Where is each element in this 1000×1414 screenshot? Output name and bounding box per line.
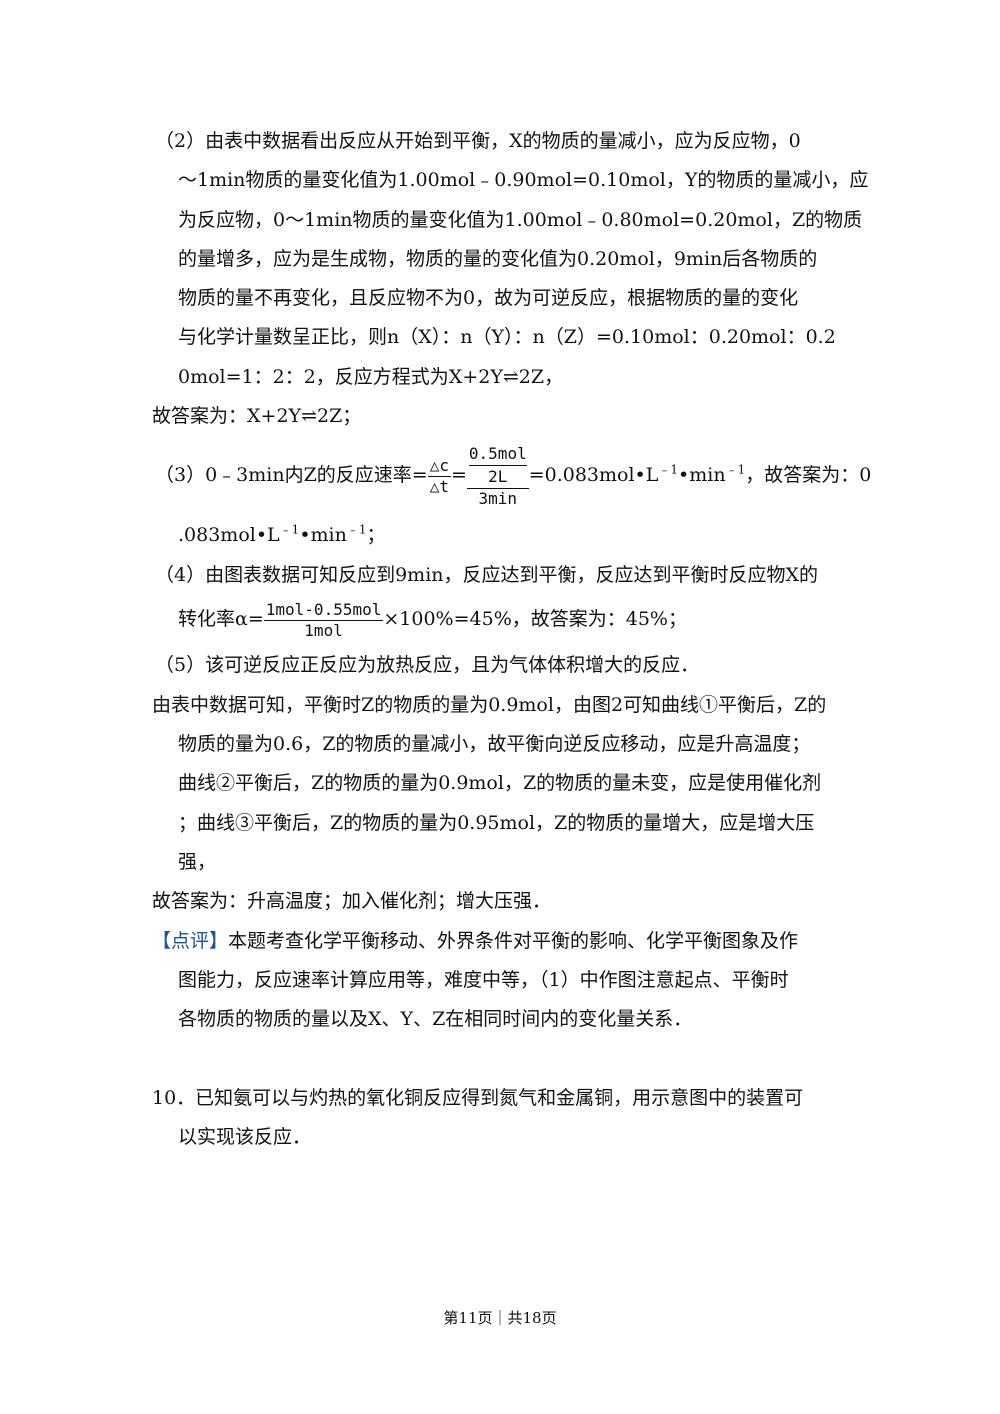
superscript: ﹣1 bbox=[725, 462, 746, 477]
text-segment: ； bbox=[366, 524, 386, 546]
text-line: 图能力，反应速率计算应用等，难度中等，（1）中作图注意起点、平衡时 bbox=[178, 969, 789, 991]
comment-tag: 【点评】 bbox=[152, 930, 229, 952]
text-line: 物质的量为0.6，Z的物质的量减小，故平衡向逆反应移动，应是升高温度； bbox=[178, 733, 811, 755]
text-segment: .083mol•L bbox=[178, 524, 280, 546]
text-line: （2）由表中数据看出反应从开始到平衡，X的物质的量减小，应为反应物，0 bbox=[155, 130, 801, 152]
fraction-numerator: 1mol-0.55mol bbox=[263, 599, 384, 621]
fraction-denominator: 3min bbox=[478, 489, 518, 508]
text-line: 0mol=1：2：2，反应方程式为X+2Y⇌2Z， bbox=[178, 366, 564, 388]
text-line: 故答案为：升高温度；加入催化剂；增大压强． bbox=[152, 890, 552, 912]
text-segment: 转化率α= bbox=[178, 608, 264, 630]
fraction-numerator: △c bbox=[427, 455, 451, 477]
text-line: （4）由图表数据可知反应到9min，反应达到平衡，反应达到平衡时反应物X的 bbox=[155, 564, 819, 586]
text-segment: •min bbox=[299, 524, 347, 546]
text-line: ～1min物质的量变化值为1.00mol﹣0.90mol=0.10mol，Y的物… bbox=[178, 169, 869, 191]
text-line: 曲线②平衡后，Z的物质的量为0.9mol，Z的物质的量未变，应是使用催化剂 bbox=[178, 772, 822, 794]
formula-line: .083mol•L﹣1•min﹣1； bbox=[178, 522, 386, 548]
text-line: 各物质的物质的量以及X、Y、Z在相同时间内的变化量关系． bbox=[178, 1008, 693, 1030]
text-segment: （3）0﹣3min内Z的反应速率= bbox=[155, 464, 428, 486]
fraction: △c△t bbox=[427, 455, 451, 497]
text-line: 与化学计量数呈正比，则n（X）：n（Y）：n（Z）=0.10mol：0.20mo… bbox=[178, 326, 836, 348]
fraction-denominator: 2L bbox=[488, 467, 508, 486]
text-segment: •min bbox=[678, 464, 726, 486]
comment-line: 【点评】本题考查化学平衡移动、外界条件对平衡的影响、化学平衡图象及作 bbox=[152, 928, 798, 954]
text-line: ；曲线③平衡后，Z的物质的量为0.95mol，Z的物质的量增大，应是增大压 bbox=[178, 812, 815, 834]
question-line: 10．已知氨可以与灼热的氧化铜反应得到氮气和金属铜，用示意图中的装置可 bbox=[152, 1087, 804, 1109]
superscript: ﹣1 bbox=[658, 462, 679, 477]
text-line: 为反应物，0～1min物质的量变化值为1.00mol﹣0.80mol=0.20m… bbox=[178, 209, 863, 231]
text-line: 故答案为：X+2Y⇌2Z； bbox=[152, 405, 362, 427]
text-segment: ，故答案为：0 bbox=[745, 464, 872, 486]
superscript: ﹣1 bbox=[346, 522, 367, 537]
text-line: 由表中数据可知，平衡时Z的物质的量为0.9mol，由图2可知曲线①平衡后，Z的 bbox=[152, 694, 827, 716]
text-line: （5）该可逆反应正反应为放热反应，且为气体体积增大的反应． bbox=[155, 654, 700, 676]
text-line: 强， bbox=[178, 851, 217, 873]
text-line: 物质的量不再变化，且反应物不为0，故为可逆反应，根据物质的量的变化 bbox=[178, 287, 799, 309]
fraction-denominator: △t bbox=[429, 476, 449, 496]
fraction-numerator: 0.5mol bbox=[468, 443, 527, 466]
text-segment: ×100%=45%，故答案为：45%； bbox=[383, 608, 687, 630]
superscript: ﹣1 bbox=[279, 522, 300, 537]
text-line: 的量增多，应为是生成物，物质的量的变化值为0.20mol，9min后各物质的 bbox=[178, 248, 818, 270]
text-segment: 本题考查化学平衡移动、外界条件对平衡的影响、化学平衡图象及作 bbox=[228, 930, 799, 952]
fraction-denominator: 1mol bbox=[304, 620, 343, 640]
text-segment: =0.083mol•L bbox=[528, 464, 659, 486]
text-segment: = bbox=[450, 464, 467, 486]
page-footer: 第11页｜共18页 bbox=[443, 1309, 557, 1327]
question-line: 以实现该反应． bbox=[178, 1126, 312, 1148]
